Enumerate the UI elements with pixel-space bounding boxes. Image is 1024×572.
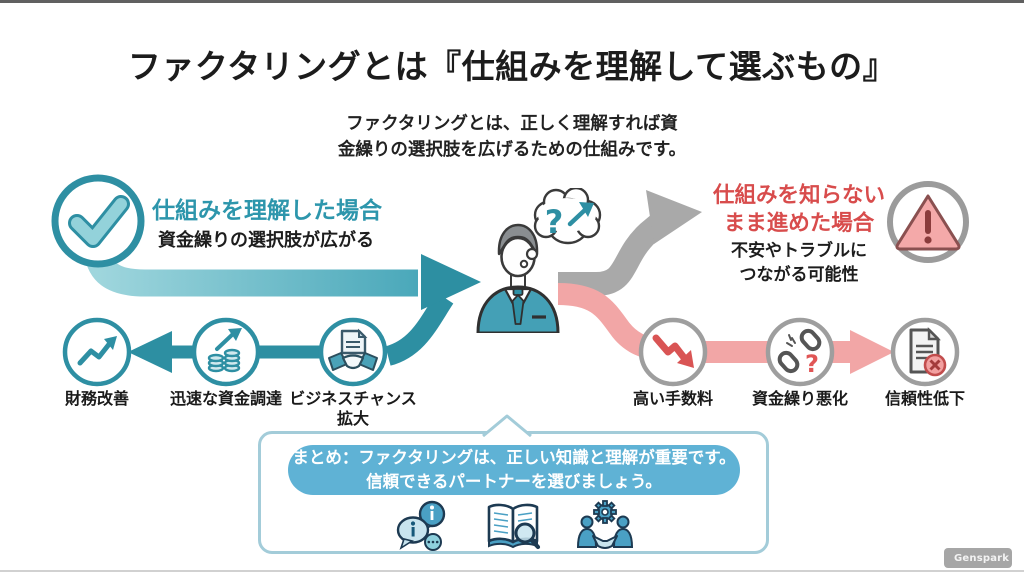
summary-line-1: まとめ：ファクタリングは、正しい知識と理解が重要です。 [292,448,736,467]
pink-arrowhead [850,330,894,374]
handshake-document-icon [318,317,388,387]
risk-label-credibility: 信頼性低下 [884,389,965,408]
bottom-frame-artifact [0,570,1024,572]
page-subtitle: ファクタリングとは、正しく理解すれば資 金繰りの選択肢を広げるための仕組みです。 [0,111,1024,163]
page-title: ファクタリングとは『仕組みを理解して選ぶもの』 [127,47,897,86]
summary-callout-pointer [482,414,532,437]
risk-label-cashflow: 資金繰り悪化 [751,389,848,408]
unknown-heading-line-1: 仕組みを知らない [712,183,885,208]
subtitle-line-1: ファクタリングとは、正しく理解すれば資 [346,114,678,134]
unknown-subheading-line-2: つながる可能性 [739,265,859,285]
warning-triangle-icon [887,181,969,263]
unknown-heading-line-2: まま進めた場合 [723,211,875,236]
unknown-heading: 仕組みを知らない まま進めた場合 [688,182,910,238]
benefit-label-business-chance: ビジネスチャンス拡大 [289,389,417,428]
declining-arrow-icon [638,317,708,387]
unknown-subheading-line-1: 不安やトラブルに [731,241,867,261]
top-frame-artifact [0,0,1024,3]
understood-subheading: 資金繰りの選択肢が広がる [158,230,374,251]
svg-text:?: ? [545,203,564,241]
summary-callout-box: まとめ：ファクタリングは、正しい知識と理解が重要です。 信頼できるパートナーを選… [258,431,769,554]
understood-heading: 仕組みを理解した場合 [152,198,382,224]
document-error-icon [890,317,960,387]
partnership-gear-icon [576,500,633,549]
businessman-icon [476,223,560,333]
summary-banner: まとめ：ファクタリングは、正しい知識と理解が重要です。 信頼できるパートナーを選… [288,445,740,495]
benefits-arrowhead [128,331,172,373]
summary-line-2: 信頼できるパートナーを選びましょう。 [366,472,662,491]
unknown-subheading: 不安やトラブルに つながる可能性 [698,239,900,287]
summary-icons-row [261,500,766,552]
teal-upswing-shaft [384,292,454,366]
benefit-label-funding: 迅速な資金調達 [169,389,282,408]
watermark-label: Genspark [954,552,1010,564]
info-chat-icon [396,500,445,551]
question-arrow-thought-icon: ? [519,188,602,269]
genspark-watermark-badge[interactable]: Genspark [944,548,1012,568]
risk-label-fees: 高い手数料 [632,389,713,408]
broken-chain-icon: ? [765,317,835,387]
subtitle-line-2: 金繰りの選択肢を広げるための仕組みです。 [337,140,687,160]
trend-up-chart-icon [62,317,132,387]
book-search-icon [487,503,540,550]
svg-text:?: ? [805,350,819,378]
coins-growth-icon [191,317,261,387]
check-circle-icon [51,174,145,268]
benefit-label-financial: 財務改善 [64,389,129,408]
